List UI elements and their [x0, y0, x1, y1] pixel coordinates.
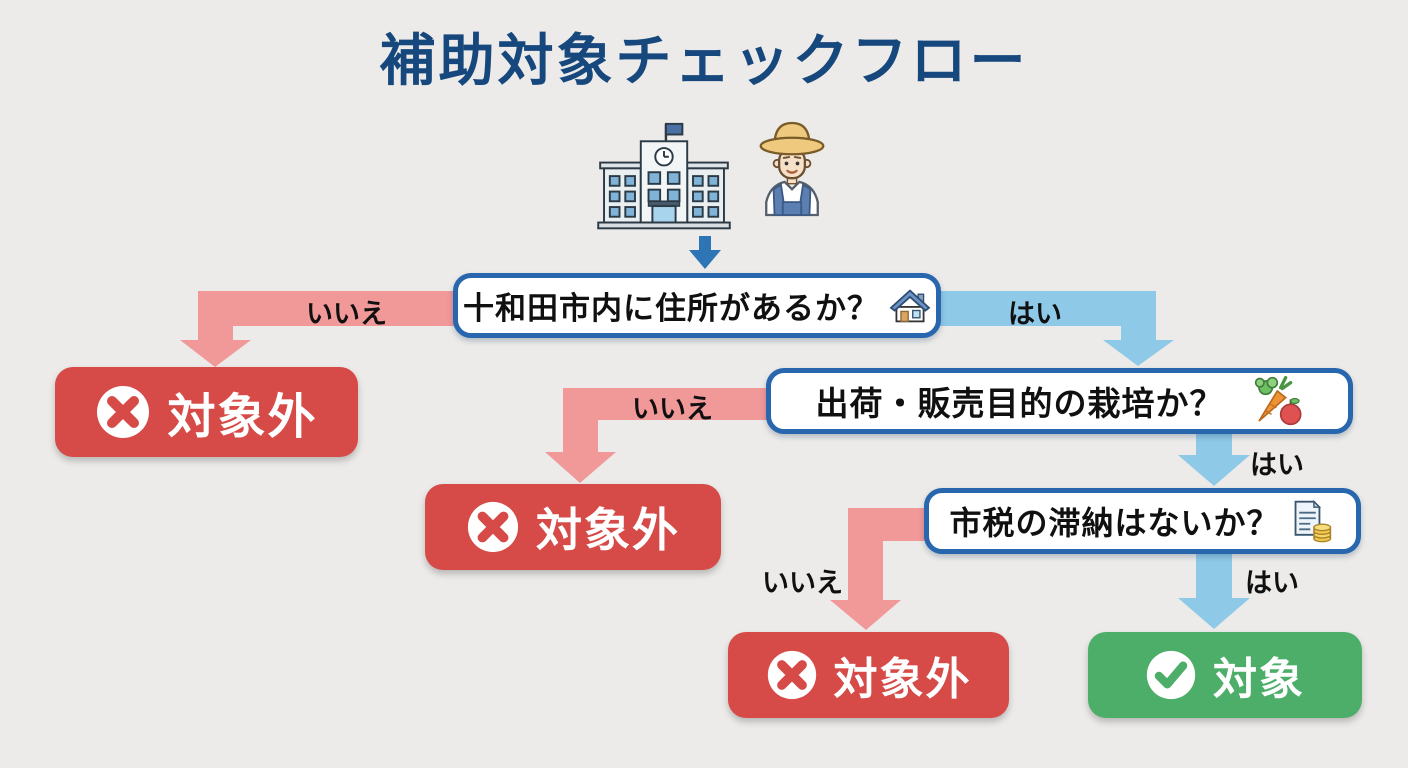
edge-label-yes-3: はい	[1245, 568, 1299, 598]
tax-document-coins-icon	[1290, 498, 1336, 544]
no-arrow-2	[545, 388, 769, 483]
decision-sale-purpose-text: 出荷・販売目的の栽培か？	[815, 385, 1224, 422]
no-arrow-3	[830, 508, 927, 630]
decision-tax-text: 市税の滞納はないか？	[949, 505, 1280, 541]
edge-label-no-1: いいえ	[306, 299, 387, 329]
x-circle-icon	[466, 500, 520, 554]
edge-label-no-2: いいえ	[632, 394, 713, 424]
city-hall-icon	[596, 120, 732, 243]
edge-label-yes-1: はい	[1008, 299, 1062, 329]
check-circle-icon	[1145, 649, 1197, 701]
x-circle-icon	[95, 384, 151, 440]
outcome-not-eligible-text: 対象外	[833, 655, 972, 704]
start-arrow	[689, 236, 721, 269]
decision-tax: 市税の滞納はないか？	[924, 488, 1361, 554]
vegetables-icon	[1234, 375, 1304, 427]
yes-arrow-1	[938, 291, 1174, 366]
farmer-icon	[746, 112, 838, 231]
no-arrow-1	[180, 291, 456, 367]
outcome-eligible-text: 対象	[1213, 655, 1305, 704]
yes-arrow-2	[1178, 433, 1250, 486]
yes-arrow-3	[1178, 553, 1250, 629]
outcome-eligible: 対象	[1088, 632, 1362, 718]
decision-residence-text: 十和田市内に住所があるか？	[463, 291, 879, 326]
house-icon	[889, 287, 931, 325]
page-title: 補助対象チェックフロー	[379, 29, 1029, 92]
outcome-not-eligible-text: 対象外	[167, 391, 318, 444]
decision-sale-purpose: 出荷・販売目的の栽培か？	[766, 368, 1353, 434]
x-circle-icon	[766, 649, 818, 701]
decision-residence: 十和田市内に住所があるか？	[453, 273, 941, 338]
outcome-not-eligible-1: 対象外	[55, 367, 358, 457]
outcome-not-eligible-3: 対象外	[728, 632, 1009, 718]
edge-label-yes-2: はい	[1250, 450, 1304, 480]
edge-label-no-3: いいえ	[762, 568, 843, 598]
outcome-not-eligible-text: 対象外	[536, 504, 680, 556]
outcome-not-eligible-2: 対象外	[425, 484, 721, 570]
